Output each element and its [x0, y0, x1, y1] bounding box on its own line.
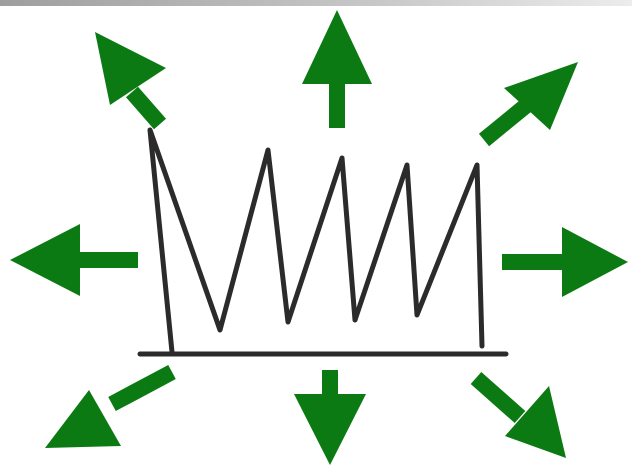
arrow-right [502, 227, 628, 297]
arrow-up-left [95, 32, 166, 124]
sawtooth-waveform [150, 130, 482, 352]
arrow-left [10, 224, 138, 296]
arrow-down [294, 370, 366, 465]
arrow-down-right [476, 378, 566, 458]
arrow-up [302, 10, 372, 128]
arrow-up-right [484, 62, 578, 140]
arrow-down-left [45, 372, 172, 448]
